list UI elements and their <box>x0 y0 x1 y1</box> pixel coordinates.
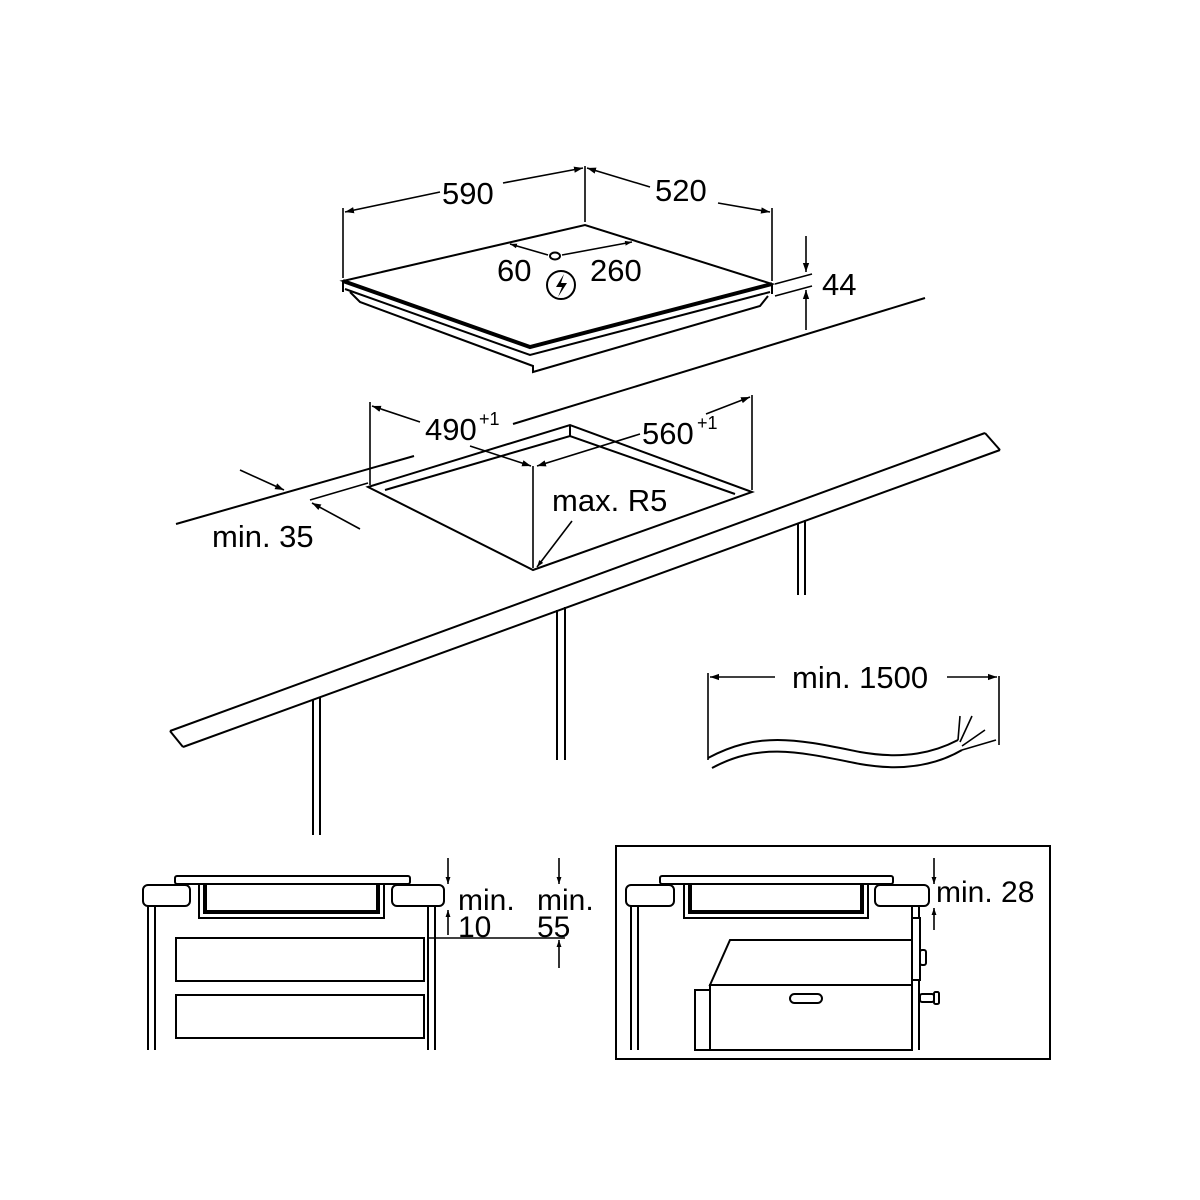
conn-right-label: 260 <box>590 253 642 288</box>
section-oven: min. 28 <box>615 845 1051 1060</box>
lightning-icon <box>546 270 576 300</box>
conn-left-label: 60 <box>497 253 531 288</box>
front-gap-label: min. 35 <box>212 519 314 554</box>
dimension-hob-width: 590 <box>342 166 586 278</box>
dimension-cutout-depth: 490 +1 <box>369 402 534 568</box>
dimension-hob-depth: 520 <box>586 167 773 281</box>
gap-right-line1: min. <box>537 884 594 917</box>
cable-length-label: min. 1500 <box>792 660 928 695</box>
gap-left-line1: min. <box>458 884 515 917</box>
dimension-cutout-width: 560 +1 <box>536 395 753 490</box>
cable-drawing: min. 1500 <box>707 660 1000 769</box>
dimension-connection: 60 260 <box>497 240 642 300</box>
radius-label: max. R5 <box>552 483 667 518</box>
dimension-front-gap: min. 35 <box>212 469 369 554</box>
hob-depth-label: 520 <box>655 173 707 208</box>
cutout-width-tolerance: +1 <box>697 413 718 433</box>
cutout-depth-tolerance: +1 <box>479 409 500 429</box>
cutout-depth-label: 490 <box>425 412 477 447</box>
hob-height-label: 44 <box>822 267 856 302</box>
dimension-radius: max. R5 <box>536 483 667 568</box>
gap-left-line2: 10 <box>458 911 491 944</box>
cutout <box>365 423 755 572</box>
cutout-width-label: 560 <box>642 416 694 451</box>
worktop <box>169 297 1001 835</box>
gap-right-line2: 55 <box>537 911 570 944</box>
hob-width-label: 590 <box>442 176 494 211</box>
oven-gap-label: min. 28 <box>936 876 1034 909</box>
section-drawers: min. 10 min. 55 <box>142 858 594 1050</box>
dimension-hob-height: 44 <box>774 236 856 330</box>
